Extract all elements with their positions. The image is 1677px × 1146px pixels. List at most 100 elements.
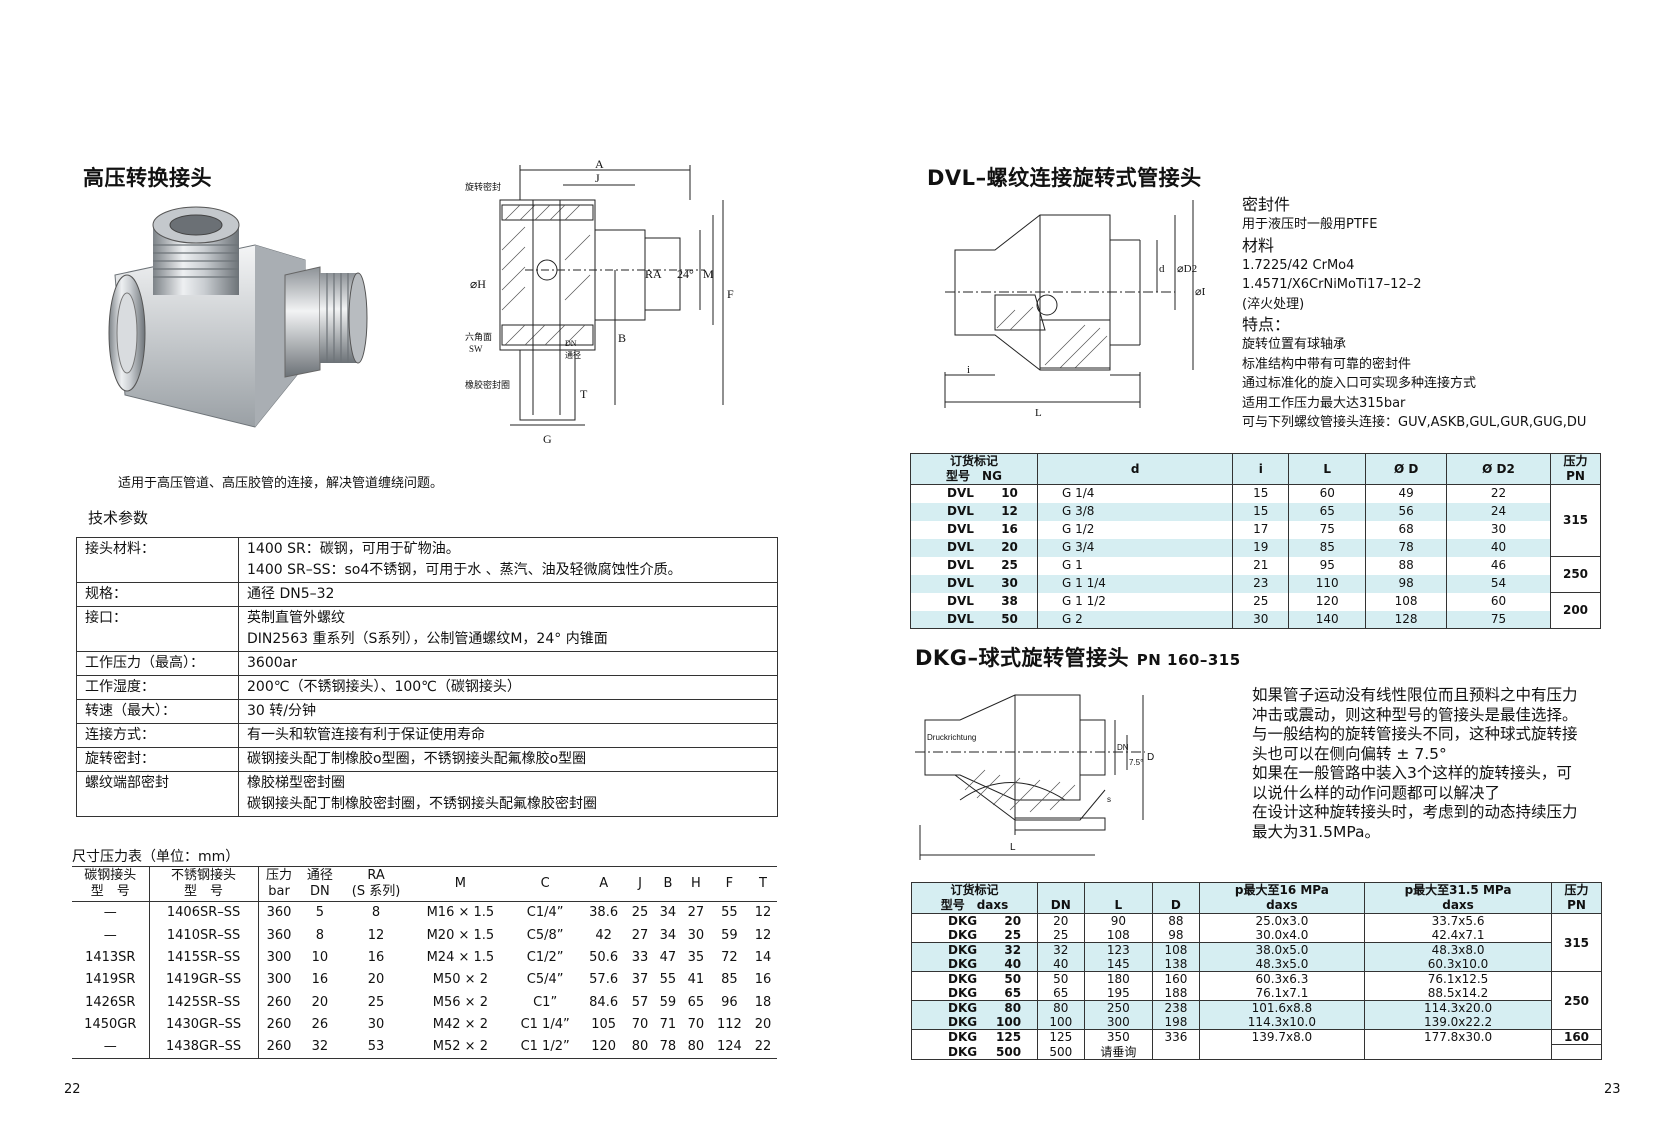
- dvl-cell: 120: [1288, 592, 1367, 611]
- dim-cell: 84.6: [589, 994, 619, 1010]
- dkg-cell: 108: [1152, 942, 1200, 957]
- dkg-cell: 48.3x5.0: [1198, 957, 1366, 972]
- spec-value-line: 通径 DN5–32: [247, 586, 335, 602]
- dvl-type: DVL: [947, 522, 974, 536]
- dim-cell: M52 × 2: [411, 1035, 510, 1059]
- spec-value-line: DIN2563 重系列（S系列），公制管通螺纹M，24° 内锥面: [247, 631, 608, 647]
- dim-header-c: C: [509, 866, 582, 902]
- dvl-cell: 24: [1446, 502, 1551, 521]
- dim-cell: 1419GR–SS: [149, 968, 259, 992]
- dim-cell: 47: [659, 949, 677, 965]
- dkg-size: 80: [1004, 1001, 1022, 1015]
- left-page-title: 高压转换接头: [83, 166, 212, 190]
- dim-cell: 12: [754, 905, 772, 921]
- dkg-cell: 114.3x10.0: [1198, 1015, 1366, 1030]
- dkg-text-line: 头也可以在侧向偏转 ± 7.5°: [1252, 744, 1447, 763]
- dim-cell: —: [72, 901, 150, 924]
- dim-label-B: B: [618, 331, 626, 345]
- spec-value-line: 1400 SR–SS：so4不锈钢，可用于水 、蒸汽、油及轻微腐蚀性介质。: [247, 562, 682, 578]
- dkg-type: DKG: [948, 943, 978, 957]
- dim-cell: 14: [754, 949, 772, 965]
- dvl-cell: 25: [1232, 592, 1290, 611]
- dvl-ng: 50: [1001, 611, 1018, 626]
- dkg-text-line: 如果在一般管路中装入3个这样的旋转接头，可: [1252, 764, 1572, 782]
- dim-header-j: J: [626, 866, 654, 902]
- dim-cell: 18: [754, 994, 772, 1010]
- dim-header-m: M: [411, 866, 510, 902]
- dvl-cell: 54: [1446, 574, 1551, 593]
- dim-cell: 1425SR–SS: [149, 991, 259, 1014]
- feature-line: 可与下列螺纹管接头连接：GUV,ASKB,GUL,GUR,GUG,DU: [1242, 415, 1587, 430]
- dim-header-ra: RA(S 系列): [340, 866, 412, 902]
- spec-value-line: 有一头和软管连接有利于保证使用寿命: [247, 727, 485, 743]
- dim-cell: C1 1/2”: [509, 1035, 582, 1059]
- dkg-cell: 76.1x7.1: [1198, 986, 1366, 1001]
- dim-cell: 57: [631, 994, 649, 1010]
- dkg-cell: 160: [1152, 971, 1200, 986]
- dkg-cell: 145: [1083, 957, 1154, 972]
- dim-cell: 27: [631, 927, 649, 943]
- dim-cell: 41: [687, 972, 705, 988]
- dkg-header-order: 订货标记型号 daxs: [911, 882, 1038, 914]
- dkg-cell: 177.8x30.0: [1364, 1029, 1552, 1045]
- dim-cell: C1 1/4”: [520, 1017, 570, 1033]
- dvl-ng: 16: [1001, 522, 1018, 536]
- dkg-text-line: 最大为31.5MPa。: [1252, 822, 1381, 841]
- spec-row: 工作湿度：200℃（不锈钢接头）、100℃（碳钢接头）: [76, 675, 778, 700]
- dkg-text-line: 以说什么样的动作问题都可以解决了: [1252, 783, 1501, 802]
- dvl-dim-d: d: [1159, 263, 1165, 275]
- spec-value: 有一头和软管连接有利于保证使用寿命: [238, 723, 778, 748]
- dim-cell: 1410SR–SS: [149, 923, 259, 947]
- dim-cell: 105: [591, 1017, 617, 1033]
- spec-key: 规格：: [76, 582, 239, 607]
- dkg-type: DKG: [948, 914, 978, 928]
- dkg-title: DKG–球式旋转管接头 PN 160–315: [915, 646, 1241, 670]
- dkg-cell: 188: [1152, 986, 1200, 1001]
- dvl-header-order: 订货标记型号 NG: [910, 453, 1038, 485]
- dim-cell: M20 × 1.5: [426, 927, 495, 943]
- dim-cell: 70: [687, 1017, 705, 1033]
- dim-label-J: J: [595, 171, 600, 185]
- dim-cell: C5/8”: [526, 927, 564, 943]
- dim-cell: 37: [631, 972, 649, 988]
- dvl-dim-L: L: [1035, 407, 1042, 419]
- dvl-model: DVL 16: [910, 520, 1038, 539]
- dkg-cell: 195: [1083, 986, 1154, 1001]
- dim-cell: 12: [367, 927, 385, 943]
- label-hex-sw: SW: [469, 344, 483, 354]
- dim-cell: 112: [716, 1017, 742, 1033]
- dkg-cell: [1198, 1044, 1366, 1060]
- dim-cell: —: [72, 1035, 150, 1059]
- dim-header-carbon: 碳钢接头型 号: [72, 866, 150, 902]
- dim-cell: M42 × 2: [432, 1017, 488, 1033]
- feature-line: 1.4571/X6CrNiMoTi17–12–2: [1242, 277, 1422, 292]
- dim-cell: 1430GR–SS: [149, 1013, 259, 1036]
- dkg-cell: 90: [1083, 913, 1154, 928]
- dkg-cell: 33.7x5.6: [1364, 913, 1552, 928]
- spec-value: 3600ar: [238, 651, 778, 676]
- dvl-cell: 23: [1232, 574, 1290, 593]
- spec-row: 规格： 通径 DN5–32: [76, 582, 778, 607]
- dvl-cell: 78: [1365, 538, 1448, 557]
- dvl-cell: 46: [1446, 556, 1551, 575]
- spec-value: 200℃（不锈钢接头）、100℃（碳钢接头）: [238, 675, 778, 700]
- dvl-cell: 30: [1232, 610, 1290, 629]
- dvl-cell: G 1/4: [1036, 484, 1234, 503]
- dim-cell: 34: [659, 927, 677, 943]
- dkg-pn: 250: [1551, 971, 1602, 1030]
- dvl-cell: 140: [1288, 610, 1367, 629]
